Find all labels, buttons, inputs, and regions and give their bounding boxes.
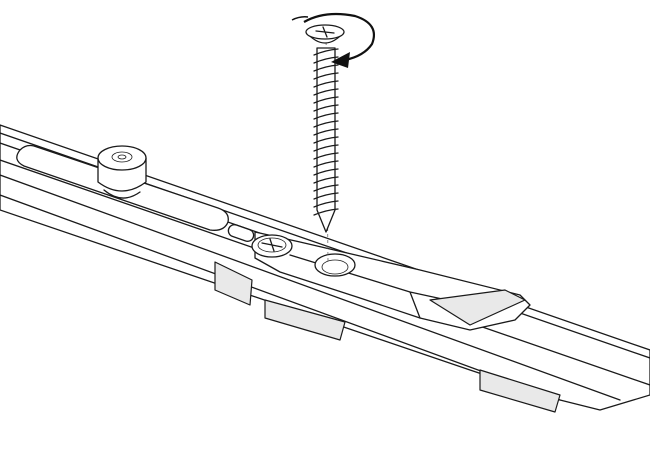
screw-thread: [313, 184, 339, 192]
screw-thread: [313, 48, 339, 56]
screw-thread: [313, 152, 339, 160]
bracket-tab-right: [479, 369, 561, 413]
screw-thread: [313, 72, 339, 80]
screw-hole: [314, 253, 356, 277]
bracket-tab-left: [214, 261, 253, 306]
screw-hole-inner: [321, 259, 349, 275]
screw-thread: [313, 56, 339, 64]
screw-thread: [313, 104, 339, 112]
rail-bar: [0, 124, 650, 413]
screw-thread: [313, 160, 339, 168]
screw-thread: [313, 200, 339, 208]
rail-lower-edge: [0, 174, 621, 401]
roller-icon: [97, 145, 147, 199]
plate-fold: [409, 291, 421, 319]
plate-cap: [429, 289, 526, 326]
screw-thread: [313, 144, 339, 152]
bracket-tab-middle: [264, 299, 346, 341]
rotation-arrow-icon: [291, 12, 376, 68]
screw-head-icon: [251, 234, 293, 258]
screw-thread: [313, 112, 339, 120]
screw-thread: [313, 208, 339, 216]
screw-thread: [313, 176, 339, 184]
screw-thread: [313, 88, 339, 96]
screw-thread: [313, 120, 339, 128]
screw-thread: [313, 128, 339, 136]
screw-thread: [313, 136, 339, 144]
screw-thread: [313, 64, 339, 72]
screw-thread: [313, 96, 339, 104]
screw-thread: [313, 80, 339, 88]
screw-thread: [313, 192, 339, 200]
rail-bottom-edge: [0, 194, 561, 401]
oblong-hole: [227, 224, 255, 242]
screw-icon: [305, 24, 345, 233]
screw-thread: [313, 168, 339, 176]
